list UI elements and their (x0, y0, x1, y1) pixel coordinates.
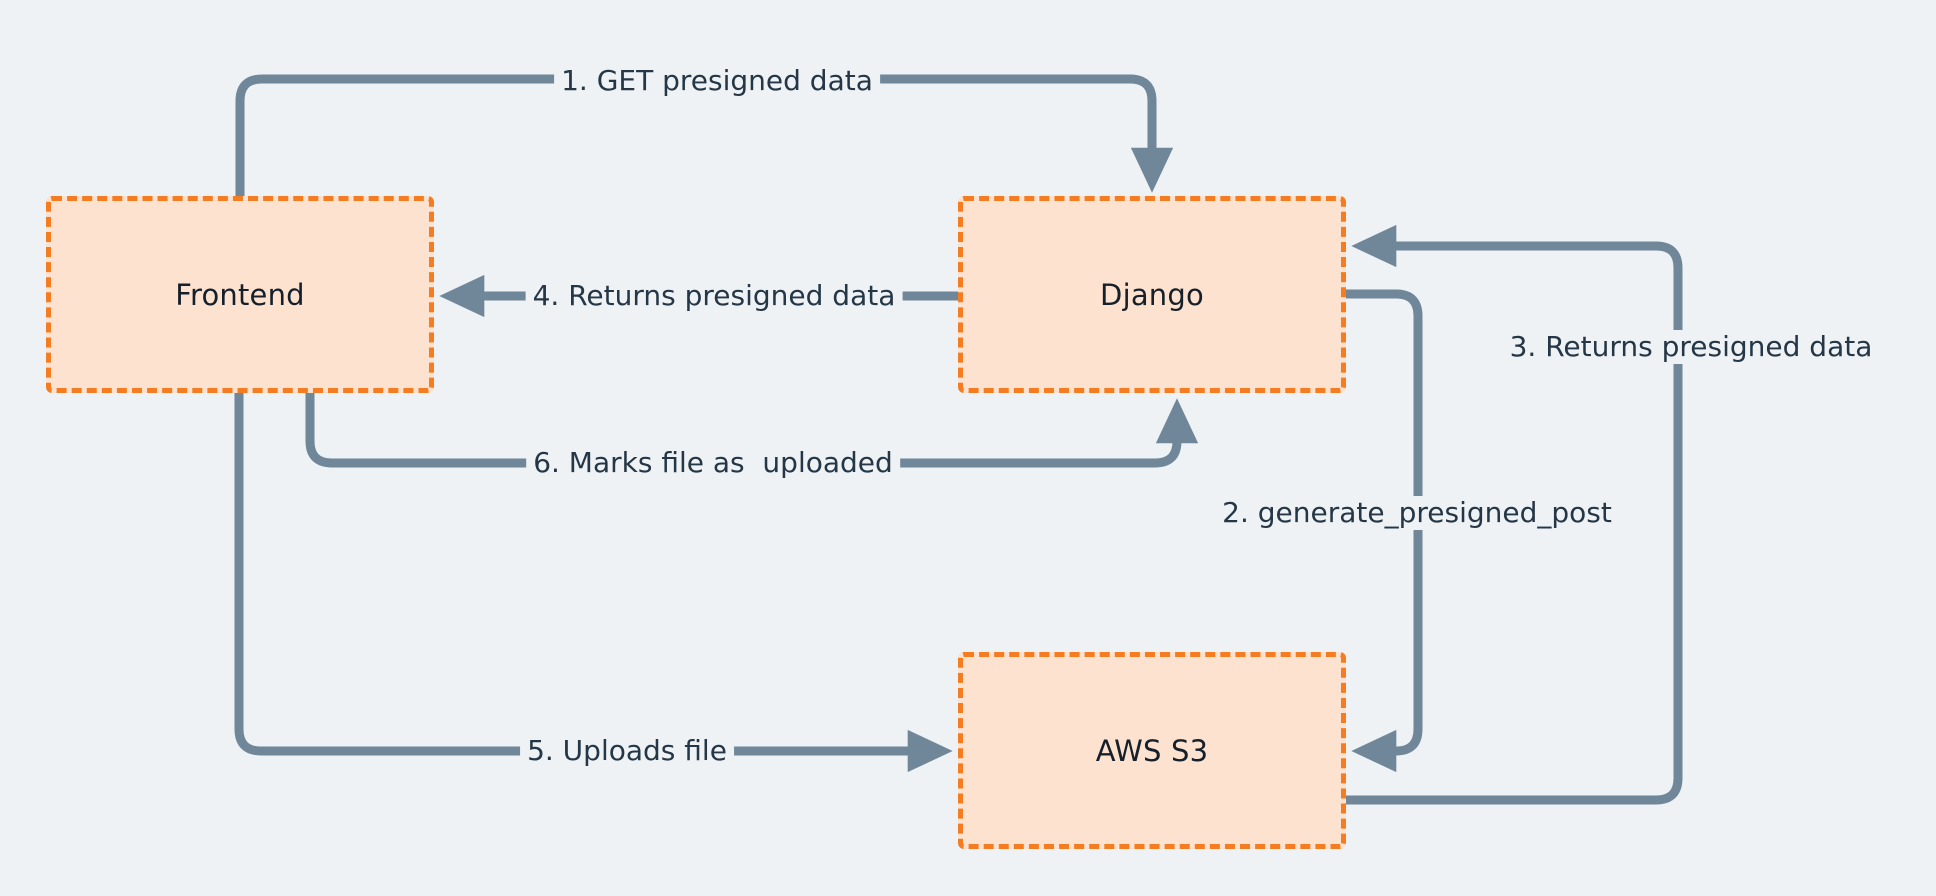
edge-path-5 (234, 388, 953, 773)
node-frontend-label: Frontend (175, 277, 305, 312)
edge-label-5: 5. Uploads file (520, 734, 734, 768)
node-aws-s3-label: AWS S3 (1095, 733, 1209, 768)
node-django[interactable]: Django (958, 196, 1346, 393)
edge-path-3 (1341, 224, 1683, 805)
node-frontend[interactable]: Frontend (46, 196, 434, 393)
edge-label-4: 4. Returns presigned data (525, 279, 903, 313)
edge-label-1: 1. GET presigned data (554, 64, 880, 98)
edge-label-2: 2. generate_presigned_post (1215, 496, 1619, 530)
edge-label-3: 3. Returns presigned data (1502, 330, 1880, 364)
node-aws-s3[interactable]: AWS S3 (958, 652, 1346, 849)
node-django-label: Django (1100, 277, 1204, 312)
edge-label-6: 6. Marks file as uploaded (526, 446, 900, 480)
